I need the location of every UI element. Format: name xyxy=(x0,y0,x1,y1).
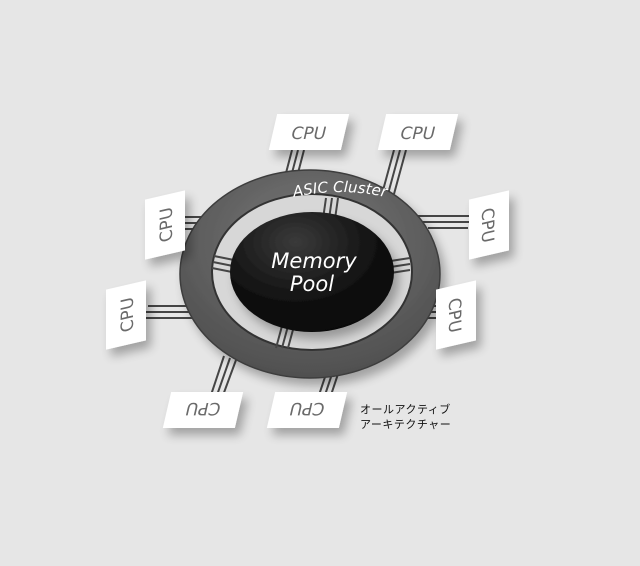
caption-line-1: オールアクティブ xyxy=(360,402,451,417)
cpu-label: CPU xyxy=(184,398,223,418)
cpu-label: CPU xyxy=(288,398,327,418)
cpu-node-top-left: CPU xyxy=(269,114,349,150)
memory-pool-label-line1: Memory xyxy=(271,249,357,273)
cpu-node-right-lower: CPU xyxy=(436,280,476,349)
connector-bottom-left xyxy=(210,356,236,398)
cpu-node-left-lower: CPU xyxy=(106,280,146,349)
cpu-label: CPU xyxy=(398,124,437,144)
cpu-node-left-upper: CPU xyxy=(145,190,185,259)
cpu-node-bottom-right: CPU xyxy=(267,392,347,428)
cpu-label: CPU xyxy=(289,124,328,144)
cpu-label: CPU xyxy=(444,296,464,335)
cpu-label: CPU xyxy=(157,205,177,244)
caption-line-2: アーキテクチャー xyxy=(360,417,451,432)
memory-pool-label-line2: Pool xyxy=(290,272,334,296)
cpu-label: CPU xyxy=(118,295,138,334)
cpu-label: CPU xyxy=(477,206,497,245)
architecture-caption: オールアクティブ アーキテクチャー xyxy=(360,402,451,432)
cpu-node-top-right: CPU xyxy=(378,114,458,150)
cpu-node-bottom-left: CPU xyxy=(163,392,243,428)
cpu-node-right-upper: CPU xyxy=(469,190,509,259)
